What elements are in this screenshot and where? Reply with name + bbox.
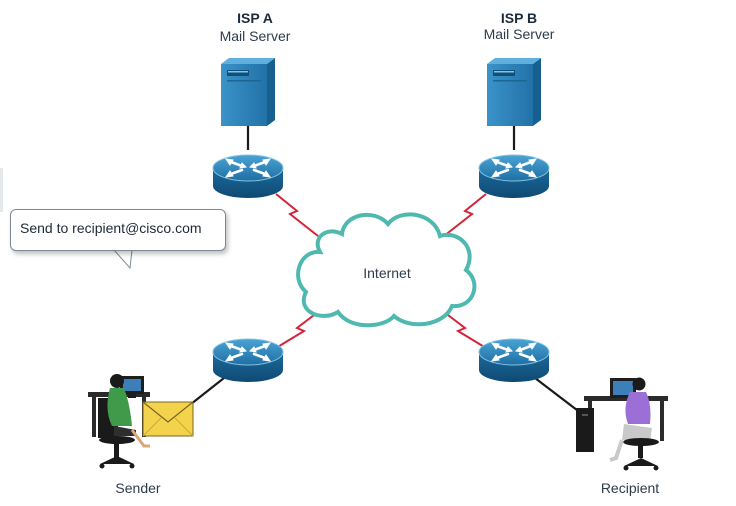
mail-server-isp-a-icon xyxy=(221,58,275,126)
isp-a-server-label: Mail Server xyxy=(219,28,291,44)
sender-workstation-icon xyxy=(88,374,150,469)
isp-b-server-label: Mail Server xyxy=(483,26,555,42)
callout-send-to: Send to recipient@cisco.com xyxy=(10,209,226,251)
internet-label: Internet xyxy=(363,265,411,281)
isp-b-title: ISP B xyxy=(500,10,538,26)
router-sender-icon xyxy=(211,337,285,384)
mail-server-isp-b-icon xyxy=(487,58,541,126)
router-isp-a-icon xyxy=(211,153,285,200)
router-recipient-icon xyxy=(477,337,551,384)
sender-label: Sender xyxy=(115,480,161,496)
serial-link-isp-a xyxy=(275,193,319,237)
side-panel-tab[interactable] xyxy=(0,168,3,212)
cloud-icon xyxy=(296,212,477,328)
recipient-label: Recipient xyxy=(600,480,660,496)
isp-a-title: ISP A xyxy=(237,10,273,26)
recipient-workstation-icon xyxy=(576,377,668,471)
serial-link-recipient-router xyxy=(443,311,487,349)
router-isp-b-icon xyxy=(477,153,551,200)
callout-pointer xyxy=(112,249,133,270)
serial-link-sender-router xyxy=(275,311,319,349)
serial-link-isp-b xyxy=(443,193,487,237)
envelope-icon xyxy=(142,401,194,437)
serial-links xyxy=(275,193,487,349)
